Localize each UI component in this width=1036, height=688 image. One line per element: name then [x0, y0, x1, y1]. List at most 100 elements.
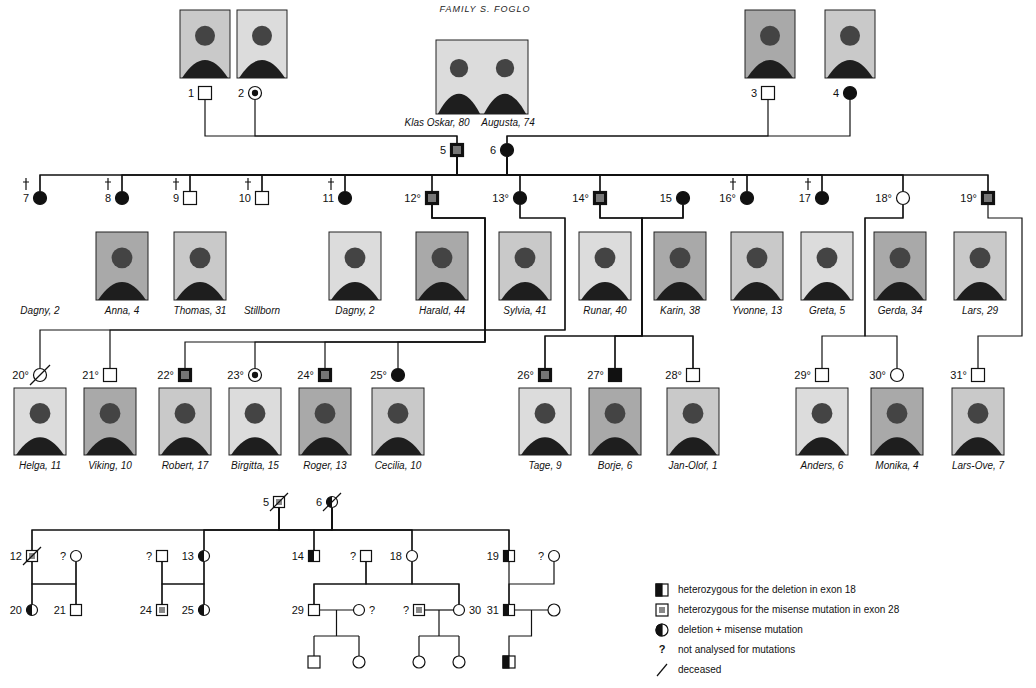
- portrait-photo: [174, 232, 226, 300]
- pedigree-line: [432, 157, 457, 191]
- pedigree-symbol: [115, 191, 129, 205]
- photo-caption: Augusta, 74: [480, 117, 535, 128]
- person-number: 31: [487, 605, 499, 616]
- deceased-dagger: [23, 178, 811, 190]
- male-square: 12°: [425, 191, 439, 205]
- pedigree-symbol: [156, 604, 168, 616]
- person-number: 19: [487, 551, 499, 562]
- pedigree-line: [32, 562, 76, 604]
- male-square: 24°: [318, 368, 332, 382]
- portrait-photo: [731, 232, 783, 300]
- pedigree-line: [615, 205, 683, 368]
- photo-caption: Tage, 9: [528, 460, 563, 471]
- pedigree-symbol: [896, 191, 910, 205]
- pedigree-line: [40, 157, 507, 191]
- photo-caption: Anders, 6: [800, 460, 845, 471]
- male-square: ?: [156, 550, 168, 562]
- male-square: 10: [255, 191, 269, 205]
- pedigree-line: [507, 157, 520, 191]
- person-number: 22°: [157, 370, 174, 381]
- person-number: 8: [105, 193, 111, 204]
- pedigree-line: [642, 205, 693, 368]
- portrait-photo: [825, 10, 875, 78]
- pedigree-line: [509, 562, 554, 604]
- pedigree-line: [507, 157, 988, 191]
- pedigree-symbol: [815, 368, 829, 382]
- photo-caption: Birgitta, 15: [230, 460, 280, 471]
- pedigree-line: [314, 508, 332, 550]
- portrait-photo: [84, 388, 136, 455]
- pedigree-symbol: [453, 604, 465, 616]
- portrait-photo: [796, 388, 848, 455]
- pedigree-symbol: [33, 191, 47, 205]
- legend-text: deletion + misense mutation: [678, 624, 803, 636]
- person-number: 4: [833, 88, 839, 99]
- female-circle: ?: [70, 550, 82, 562]
- photo-caption: Stillborn: [243, 305, 281, 316]
- portrait-photo: [654, 232, 706, 300]
- pedigree-symbol: [513, 191, 527, 205]
- pedigree-symbol: [450, 143, 464, 157]
- person-number: 25°: [370, 370, 387, 381]
- legend-icon: [656, 584, 668, 676]
- pedigree-line: [865, 205, 903, 368]
- diagram-title: FAMILY S. FOGLO: [440, 4, 531, 14]
- pedigree-symbol: [273, 496, 285, 508]
- male-square: 19°: [981, 191, 995, 205]
- female-circle: 6: [500, 143, 514, 157]
- portrait-photo: [871, 388, 923, 455]
- person-number: 5: [440, 145, 446, 156]
- portrait-photo: [801, 232, 853, 300]
- pedigree-line: [32, 562, 76, 604]
- person-number: 31°: [950, 370, 967, 381]
- photo-caption: Robert, 17: [161, 460, 210, 471]
- pedigree-line: [262, 157, 457, 191]
- photo-caption: Jan-Olof, 1: [668, 460, 719, 471]
- pedigree-line: [314, 562, 366, 604]
- male-square: 5: [450, 143, 464, 157]
- pedigree-line: [600, 205, 642, 368]
- person-number: 16°: [719, 193, 736, 204]
- pedigree-symbol: [391, 368, 405, 382]
- pedigree-symbol: [425, 191, 439, 205]
- pedigree-line: [432, 157, 507, 191]
- person-number: 23°: [227, 370, 244, 381]
- pedigree-symbol: [686, 368, 700, 382]
- pedigree-symbol: [103, 368, 117, 382]
- legend-text: heterozygous for the misense mutation in…: [678, 604, 899, 616]
- pedigree-line: [314, 562, 412, 604]
- person-number: ?: [538, 551, 544, 562]
- pedigree-line: [600, 205, 693, 368]
- female-circle: 17: [815, 191, 829, 205]
- pedigree-line: [190, 157, 507, 191]
- pedigree-line: [204, 508, 279, 550]
- male-square: 29: [308, 604, 320, 616]
- person-number: 13°: [492, 193, 509, 204]
- person-number: 15: [660, 193, 672, 204]
- female-circle: 20°: [33, 368, 47, 382]
- female-circle: 13: [198, 550, 210, 562]
- person-number: 30°: [869, 370, 886, 381]
- female-circle: 20: [26, 604, 38, 616]
- legend-symbol: ?: [659, 643, 666, 655]
- legend-text: not analysed for mutations: [678, 644, 795, 656]
- pedigree-symbol: [815, 191, 829, 205]
- portrait-photo: [159, 388, 211, 455]
- photo-caption: Anna, 4: [104, 305, 140, 316]
- person-number: ?: [146, 551, 152, 562]
- pedigree-line: [185, 205, 485, 368]
- pedigree-symbol: [308, 604, 560, 668]
- pedigree-symbol: [248, 368, 262, 382]
- pedigree-symbol: [26, 550, 38, 562]
- pedigree-line: [545, 205, 683, 368]
- pedigree-symbol: [318, 368, 332, 382]
- pedigree-line: [457, 157, 600, 191]
- male-square: 29°: [815, 368, 829, 382]
- person-number: 5: [263, 497, 269, 508]
- pedigree-line: [978, 205, 1022, 368]
- pedigree-symbol: [198, 550, 210, 562]
- person-number: 18: [390, 551, 402, 562]
- female-circle: 7: [33, 191, 47, 205]
